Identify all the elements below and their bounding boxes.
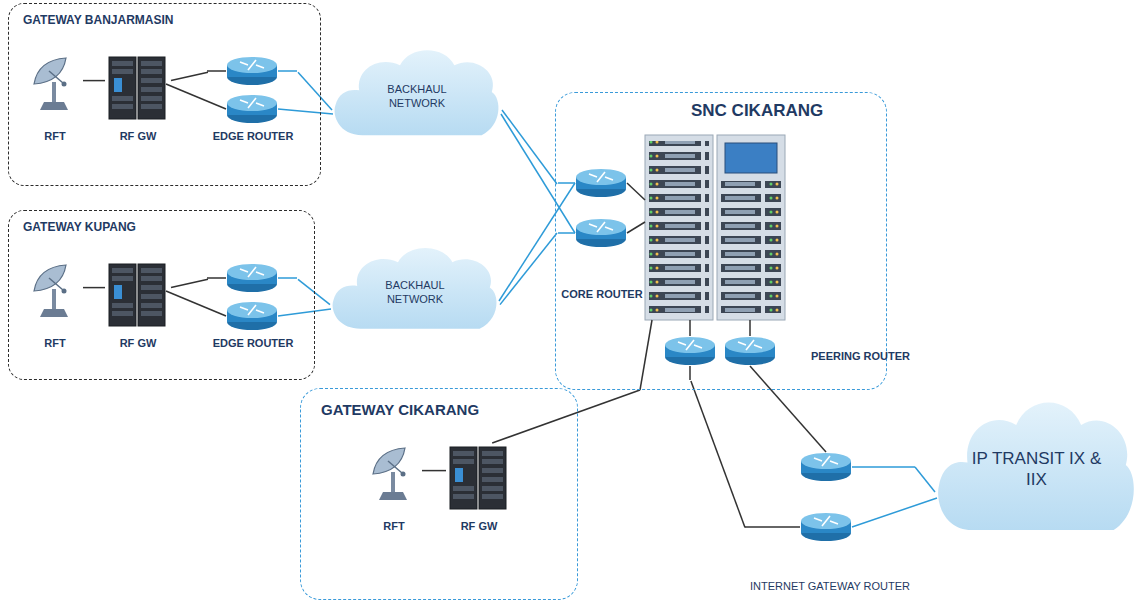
server-icon bbox=[450, 447, 506, 509]
rf-gateway: RF GW bbox=[446, 443, 512, 535]
antenna-icon bbox=[373, 448, 407, 500]
link-connector bbox=[691, 381, 745, 528]
cloud-label: IP TRANSIT IX & IIX bbox=[972, 440, 1102, 490]
server-icon bbox=[109, 264, 165, 326]
link-connector bbox=[500, 233, 557, 305]
node-label: RF GW bbox=[120, 336, 157, 350]
node-label: PEERING ROUTER bbox=[811, 350, 883, 363]
cloud-outline bbox=[938, 403, 1134, 531]
backhaul-cloud: BACKHAUL NETWORK bbox=[332, 42, 502, 142]
rft-antenna: RFT bbox=[366, 443, 422, 535]
node-label: RF GW bbox=[120, 129, 157, 143]
gateway-group: GATEWAY CIKARANG RFT RF GW bbox=[300, 388, 578, 600]
router-icon bbox=[665, 337, 715, 365]
router-icon bbox=[227, 95, 277, 123]
node-label: CORE ROUTER bbox=[561, 287, 642, 301]
link-connector bbox=[171, 279, 208, 287]
rft-antenna: RFT bbox=[27, 53, 83, 145]
cloud-outline bbox=[335, 50, 499, 135]
antenna-icon bbox=[34, 58, 68, 110]
group-title: SNC CIKARANG bbox=[691, 101, 823, 121]
link-connector bbox=[298, 279, 330, 304]
link-connector bbox=[83, 80, 105, 82]
node-label: RFT bbox=[44, 336, 65, 350]
router-icon bbox=[801, 513, 851, 541]
node-label: EDGE ROUTER bbox=[213, 336, 294, 350]
group-title: GATEWAY BANJARMASIN bbox=[23, 13, 173, 27]
internet-gateway-router: INTERNET GATEWAY ROUTER bbox=[745, 445, 915, 595]
node-label: INTERNET GATEWAY ROUTER bbox=[750, 579, 910, 593]
cloud-outline bbox=[333, 248, 497, 329]
link-connector bbox=[83, 287, 105, 289]
router-icon bbox=[725, 337, 775, 365]
router-icon bbox=[227, 57, 277, 85]
router-icon bbox=[576, 219, 626, 247]
peering-router: PEERING ROUTER bbox=[651, 331, 883, 381]
router-icon bbox=[801, 453, 851, 481]
link-connector bbox=[915, 467, 935, 492]
edge-router: EDGE ROUTER bbox=[208, 53, 298, 145]
snc-group: SNC CIKARANG CORE ROUTER PEERING ROUTER bbox=[555, 92, 887, 390]
group-title: GATEWAY CIKARANG bbox=[321, 401, 479, 418]
gateway-group: GATEWAY BANJARMASIN RFT RF GW EDGE ROUTER bbox=[8, 3, 321, 186]
link-connector bbox=[492, 390, 640, 443]
node-label: RFT bbox=[383, 519, 404, 533]
ip-transit-cloud: IP TRANSIT IX & IIX bbox=[935, 390, 1138, 540]
edge-router: EDGE ROUTER bbox=[208, 260, 298, 352]
router-icon bbox=[227, 264, 277, 292]
link-connector bbox=[502, 110, 557, 184]
link-connector bbox=[171, 72, 208, 80]
router-icon bbox=[227, 302, 277, 330]
gateway-group: GATEWAY KUPANG RFT RF GW EDGE ROUTER bbox=[8, 210, 315, 380]
cloud-label: BACKHAUL NETWORK bbox=[373, 270, 457, 306]
node-label: RF GW bbox=[461, 519, 498, 533]
link-connector bbox=[422, 470, 446, 472]
node-label: RFT bbox=[44, 129, 65, 143]
cloud-label: BACKHAUL NETWORK bbox=[375, 74, 459, 110]
rft-antenna: RFT bbox=[27, 260, 83, 352]
rf-gateway: RF GW bbox=[105, 260, 171, 352]
core-router: CORE ROUTER bbox=[557, 163, 647, 303]
group-title: GATEWAY KUPANG bbox=[23, 220, 136, 234]
router-icon bbox=[576, 169, 626, 197]
link-lines bbox=[166, 71, 937, 527]
server-rack bbox=[645, 135, 785, 320]
antenna-icon bbox=[34, 265, 68, 317]
rf-gateway: RF GW bbox=[105, 53, 171, 145]
backhaul-cloud: BACKHAUL NETWORK bbox=[330, 240, 500, 335]
server-icon bbox=[109, 57, 165, 119]
node-label: EDGE ROUTER bbox=[213, 129, 294, 143]
link-connector bbox=[298, 72, 332, 110]
